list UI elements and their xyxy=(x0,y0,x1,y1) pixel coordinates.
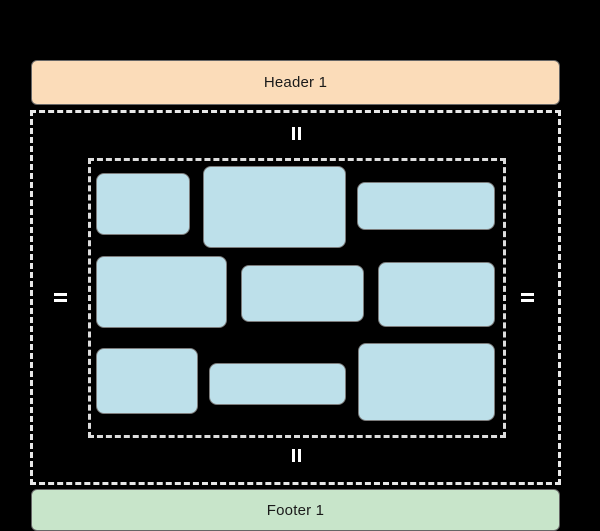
footer-label: Footer 1 xyxy=(266,501,325,519)
header-bar[interactable]: Header 1 xyxy=(31,60,560,105)
block-r3-c1[interactable] xyxy=(96,348,198,414)
footer-bar[interactable]: Footer 1 xyxy=(31,489,560,531)
block-r1-c2[interactable] xyxy=(203,166,346,248)
block-r1-c3[interactable] xyxy=(357,182,495,230)
block-r1-c1[interactable] xyxy=(96,173,190,235)
outer-dashed-container[interactable] xyxy=(30,110,561,485)
block-r2-c2[interactable] xyxy=(241,265,364,322)
block-r3-c2[interactable] xyxy=(209,363,346,405)
constraint-mark-right xyxy=(521,293,534,302)
block-r2-c3[interactable] xyxy=(378,262,495,327)
header-label: Header 1 xyxy=(263,74,328,91)
constraint-mark-left xyxy=(54,293,67,302)
block-r2-c1[interactable] xyxy=(96,256,227,328)
constraint-mark-top xyxy=(292,127,301,140)
block-r3-c3[interactable] xyxy=(358,343,495,421)
inner-dashed-container[interactable] xyxy=(88,158,506,438)
constraint-mark-bottom xyxy=(292,449,301,462)
